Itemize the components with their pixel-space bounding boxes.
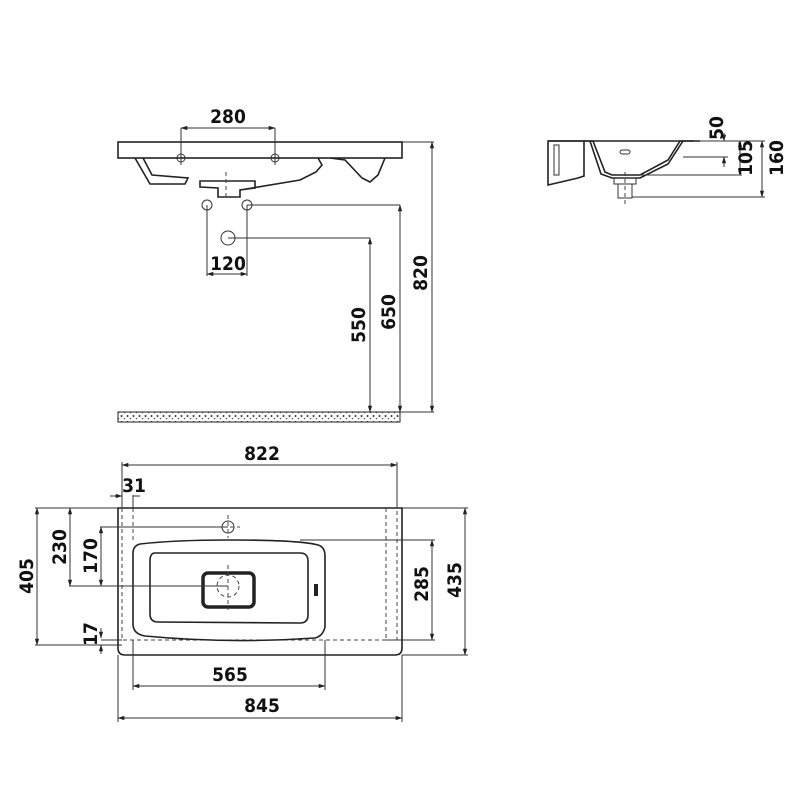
top-view: 822 31 845 565 405 230 170 17 285 [16,443,468,722]
dim-label-405: 405 [16,558,38,594]
overflow-slot-top [314,584,318,596]
dim-label-31: 31 [122,475,146,497]
front-view: 280 120 550 650 820 [117,106,435,423]
dim-label-820: 820 [410,255,432,291]
dim-label-50: 50 [706,116,728,140]
side-drain-pipe [617,183,633,199]
dim-label-822: 822 [244,443,280,465]
dim-label-105: 105 [735,140,757,176]
side-view: 50 105 160 [547,116,788,205]
countertop-outline [117,507,403,656]
basin-outer [132,539,326,642]
dim-label-550: 550 [348,307,370,343]
dim-label-845: 845 [244,695,280,717]
dim-label-17: 17 [80,622,102,646]
dim-label-650: 650 [378,294,400,330]
dim-label-565: 565 [212,664,248,686]
dim-label-170: 170 [80,538,102,574]
countertop-slab [117,141,403,159]
dim-label-230: 230 [49,529,71,565]
dim-label-160: 160 [766,140,788,176]
dim-label-435: 435 [444,562,466,598]
dim-label-280: 280 [210,106,246,128]
floor-hatch [117,411,401,423]
dim-label-120: 120 [210,253,246,275]
overflow-slot [619,149,631,155]
basin-inner [149,552,309,624]
basin-profile [134,157,386,198]
dim-label-285: 285 [411,566,433,602]
